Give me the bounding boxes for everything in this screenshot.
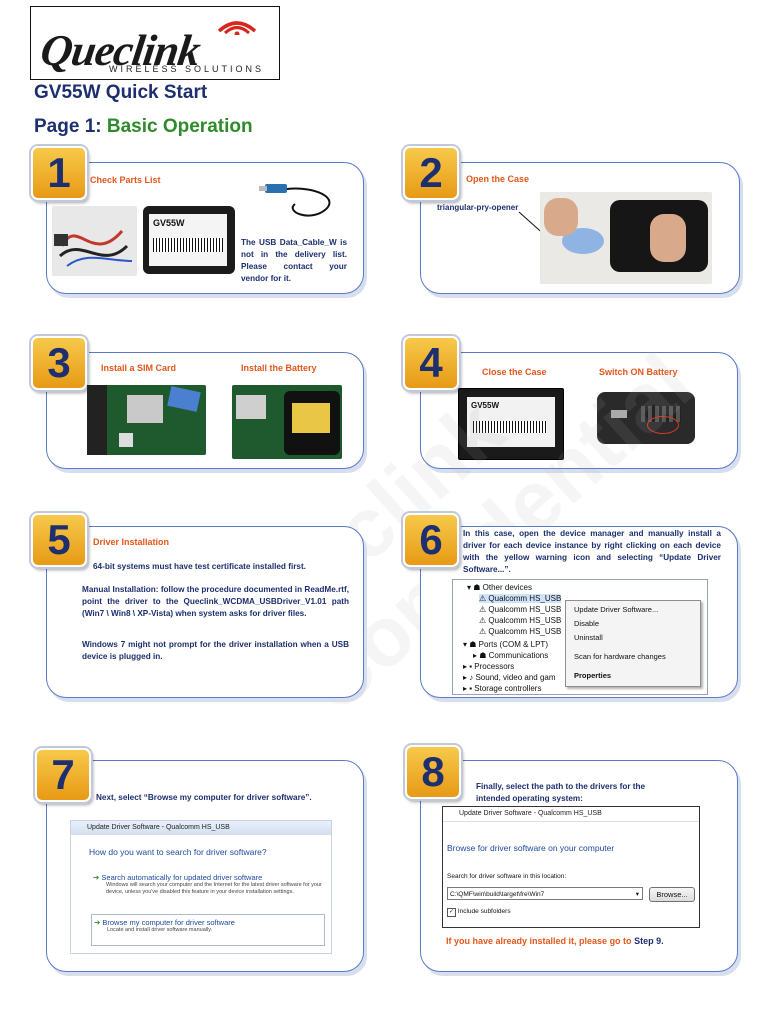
tree-item[interactable]: ⚠ Qualcomm HS_USB (479, 627, 562, 636)
logo-tagline: WIRELESS SOLUTIONS (109, 64, 265, 74)
tree-item[interactable]: ▸ ▪ Processors (463, 662, 515, 671)
tree-item[interactable]: ▸ ▪ Storage controllers (463, 684, 542, 693)
step-8-footer: If you have already installed it, please… (446, 936, 664, 946)
menu-update-driver[interactable]: Update Driver Software... (574, 605, 659, 614)
browse-button[interactable]: Browse... (649, 887, 695, 902)
arrow-icon: ➔ (94, 918, 101, 927)
include-subfolders-checkbox[interactable]: ✓ Include subfolders (447, 908, 511, 917)
step-6-badge: 6 (403, 513, 459, 567)
gv55w-device-photo: GV55W (143, 206, 235, 274)
option-2-description: Locate and install driver software manua… (107, 927, 213, 933)
wireless-arcs-icon (217, 21, 257, 35)
queclink-logo: Queclink WIRELESS SOLUTIONS (30, 6, 280, 80)
tree-item[interactable]: ⚠ Qualcomm HS_USB (479, 616, 562, 625)
chevron-down-icon[interactable]: ▾ (635, 891, 639, 898)
step-3-heading-sim: Install a SIM Card (101, 363, 177, 373)
sim-card-photo (87, 385, 206, 455)
usb-cable-photo (255, 178, 345, 226)
step-7-badge: 7 (35, 748, 91, 802)
step-3-heading-battery: Install the Battery (241, 363, 317, 373)
menu-properties[interactable]: Properties (574, 671, 612, 680)
step-6-instructions: In this case, open the device manager an… (463, 529, 721, 574)
search-automatically-option[interactable]: ➔ Search automatically for updated drive… (93, 873, 323, 895)
battery-photo (232, 385, 342, 459)
page-heading: Page 1: Basic Operation (34, 116, 253, 138)
step-1-badge: 1 (31, 146, 87, 200)
step-5-panel (46, 526, 364, 698)
device-manager-screenshot: ▾ ☗ Other devices ⚠ Qualcomm HS_USB ⚠ Qu… (452, 579, 708, 695)
step-1-note: The USB Data_Cable_W is not in the deliv… (241, 238, 347, 283)
closed-case-photo: GV55W (458, 388, 564, 460)
step-5-heading: Driver Installation (93, 537, 170, 547)
dialog-title: Update Driver Software - Qualcomm HS_USB (443, 807, 699, 822)
step-5-paragraph-3: Windows 7 might not prompt for the drive… (82, 640, 349, 661)
tree-item[interactable]: ▾ ☗ Other devices (467, 583, 532, 592)
tree-item[interactable]: ▾ ☗ Ports (COM & LPT) (463, 640, 548, 649)
checkbox-checked-icon[interactable]: ✓ (447, 908, 456, 917)
option-2-title: ➔ Browse my computer for driver software (94, 918, 235, 927)
page-label: Page 1 (34, 116, 96, 137)
page-title: Basic Operation (106, 116, 253, 137)
dialog-heading: Browse for driver software on your compu… (447, 843, 615, 853)
step-7-instructions: Next, select “Browse my computer for dri… (96, 793, 312, 802)
step-5-paragraph-1: 64-bit systems must have test certificat… (93, 562, 306, 571)
step-4-heading-switch: Switch ON Battery (599, 367, 678, 377)
step-2-badge: 2 (403, 146, 459, 200)
step-5-paragraph-2: Manual Installation: follow the procedur… (82, 585, 349, 618)
step-4-badge: 4 (403, 336, 459, 390)
option-1-title: ➔ Search automatically for updated drive… (93, 873, 263, 882)
menu-disable[interactable]: Disable (574, 619, 600, 628)
update-driver-dialog: Update Driver Software - Qualcomm HS_USB… (70, 820, 332, 954)
context-menu: Update Driver Software... Disable Uninst… (565, 600, 701, 687)
tree-item[interactable]: ▸ ☗ Communications (473, 651, 549, 660)
browse-driver-dialog: Update Driver Software - Qualcomm HS_USB… (442, 806, 700, 928)
option-1-description: Windows will search your computer and th… (106, 882, 322, 895)
tree-item[interactable]: ⚠ Qualcomm HS_USB (479, 605, 562, 614)
page-separator: : (95, 116, 107, 137)
driver-path-input[interactable]: C:\QMF\win\build\target\fre\Win7 ▾ (447, 887, 643, 900)
arrow-icon: ➔ (93, 873, 100, 882)
step-3-badge: 3 (31, 336, 87, 390)
browse-computer-option[interactable]: ➔ Browse my computer for driver software… (91, 914, 325, 946)
step-4-heading-close: Close the Case (482, 367, 547, 377)
menu-uninstall[interactable]: Uninstall (574, 633, 603, 642)
device-label: GV55W (153, 218, 185, 228)
step-9-reference: Step 9. (634, 936, 664, 946)
tree-item[interactable]: ▸ ♪ Sound, video and gam (463, 673, 556, 682)
wiring-harness-photo (52, 206, 137, 276)
footer-note: If you have already installed it, please… (446, 936, 635, 946)
menu-scan-hardware[interactable]: Scan for hardware changes (574, 652, 666, 661)
tree-item[interactable]: ⚠ Qualcomm HS_USB (479, 594, 562, 603)
step-5-badge: 5 (31, 513, 87, 567)
step-1-heading: Check Parts List (90, 175, 161, 185)
dialog-question: How do you want to search for driver sof… (89, 847, 267, 857)
search-location-label: Search for driver software in this locat… (447, 873, 567, 880)
checkbox-label: Include subfolders (457, 908, 511, 915)
dialog-title: Update Driver Software - Qualcomm HS_USB (71, 821, 331, 835)
document-title: GV55W Quick Start (34, 82, 208, 103)
device-label-closed: GV55W (471, 401, 500, 410)
step-2-heading: Open the Case (466, 174, 530, 184)
opening-case-photo (540, 192, 712, 284)
driver-path-value: C:\QMF\win\build\target\fre\Win7 (450, 891, 545, 898)
step-8-badge: 8 (405, 745, 461, 799)
pry-opener-caption: triangular-pry-opener (437, 203, 519, 212)
step-8-instructions: Finally, select the path to the drivers … (476, 782, 646, 803)
switch-battery-photo (597, 392, 695, 444)
